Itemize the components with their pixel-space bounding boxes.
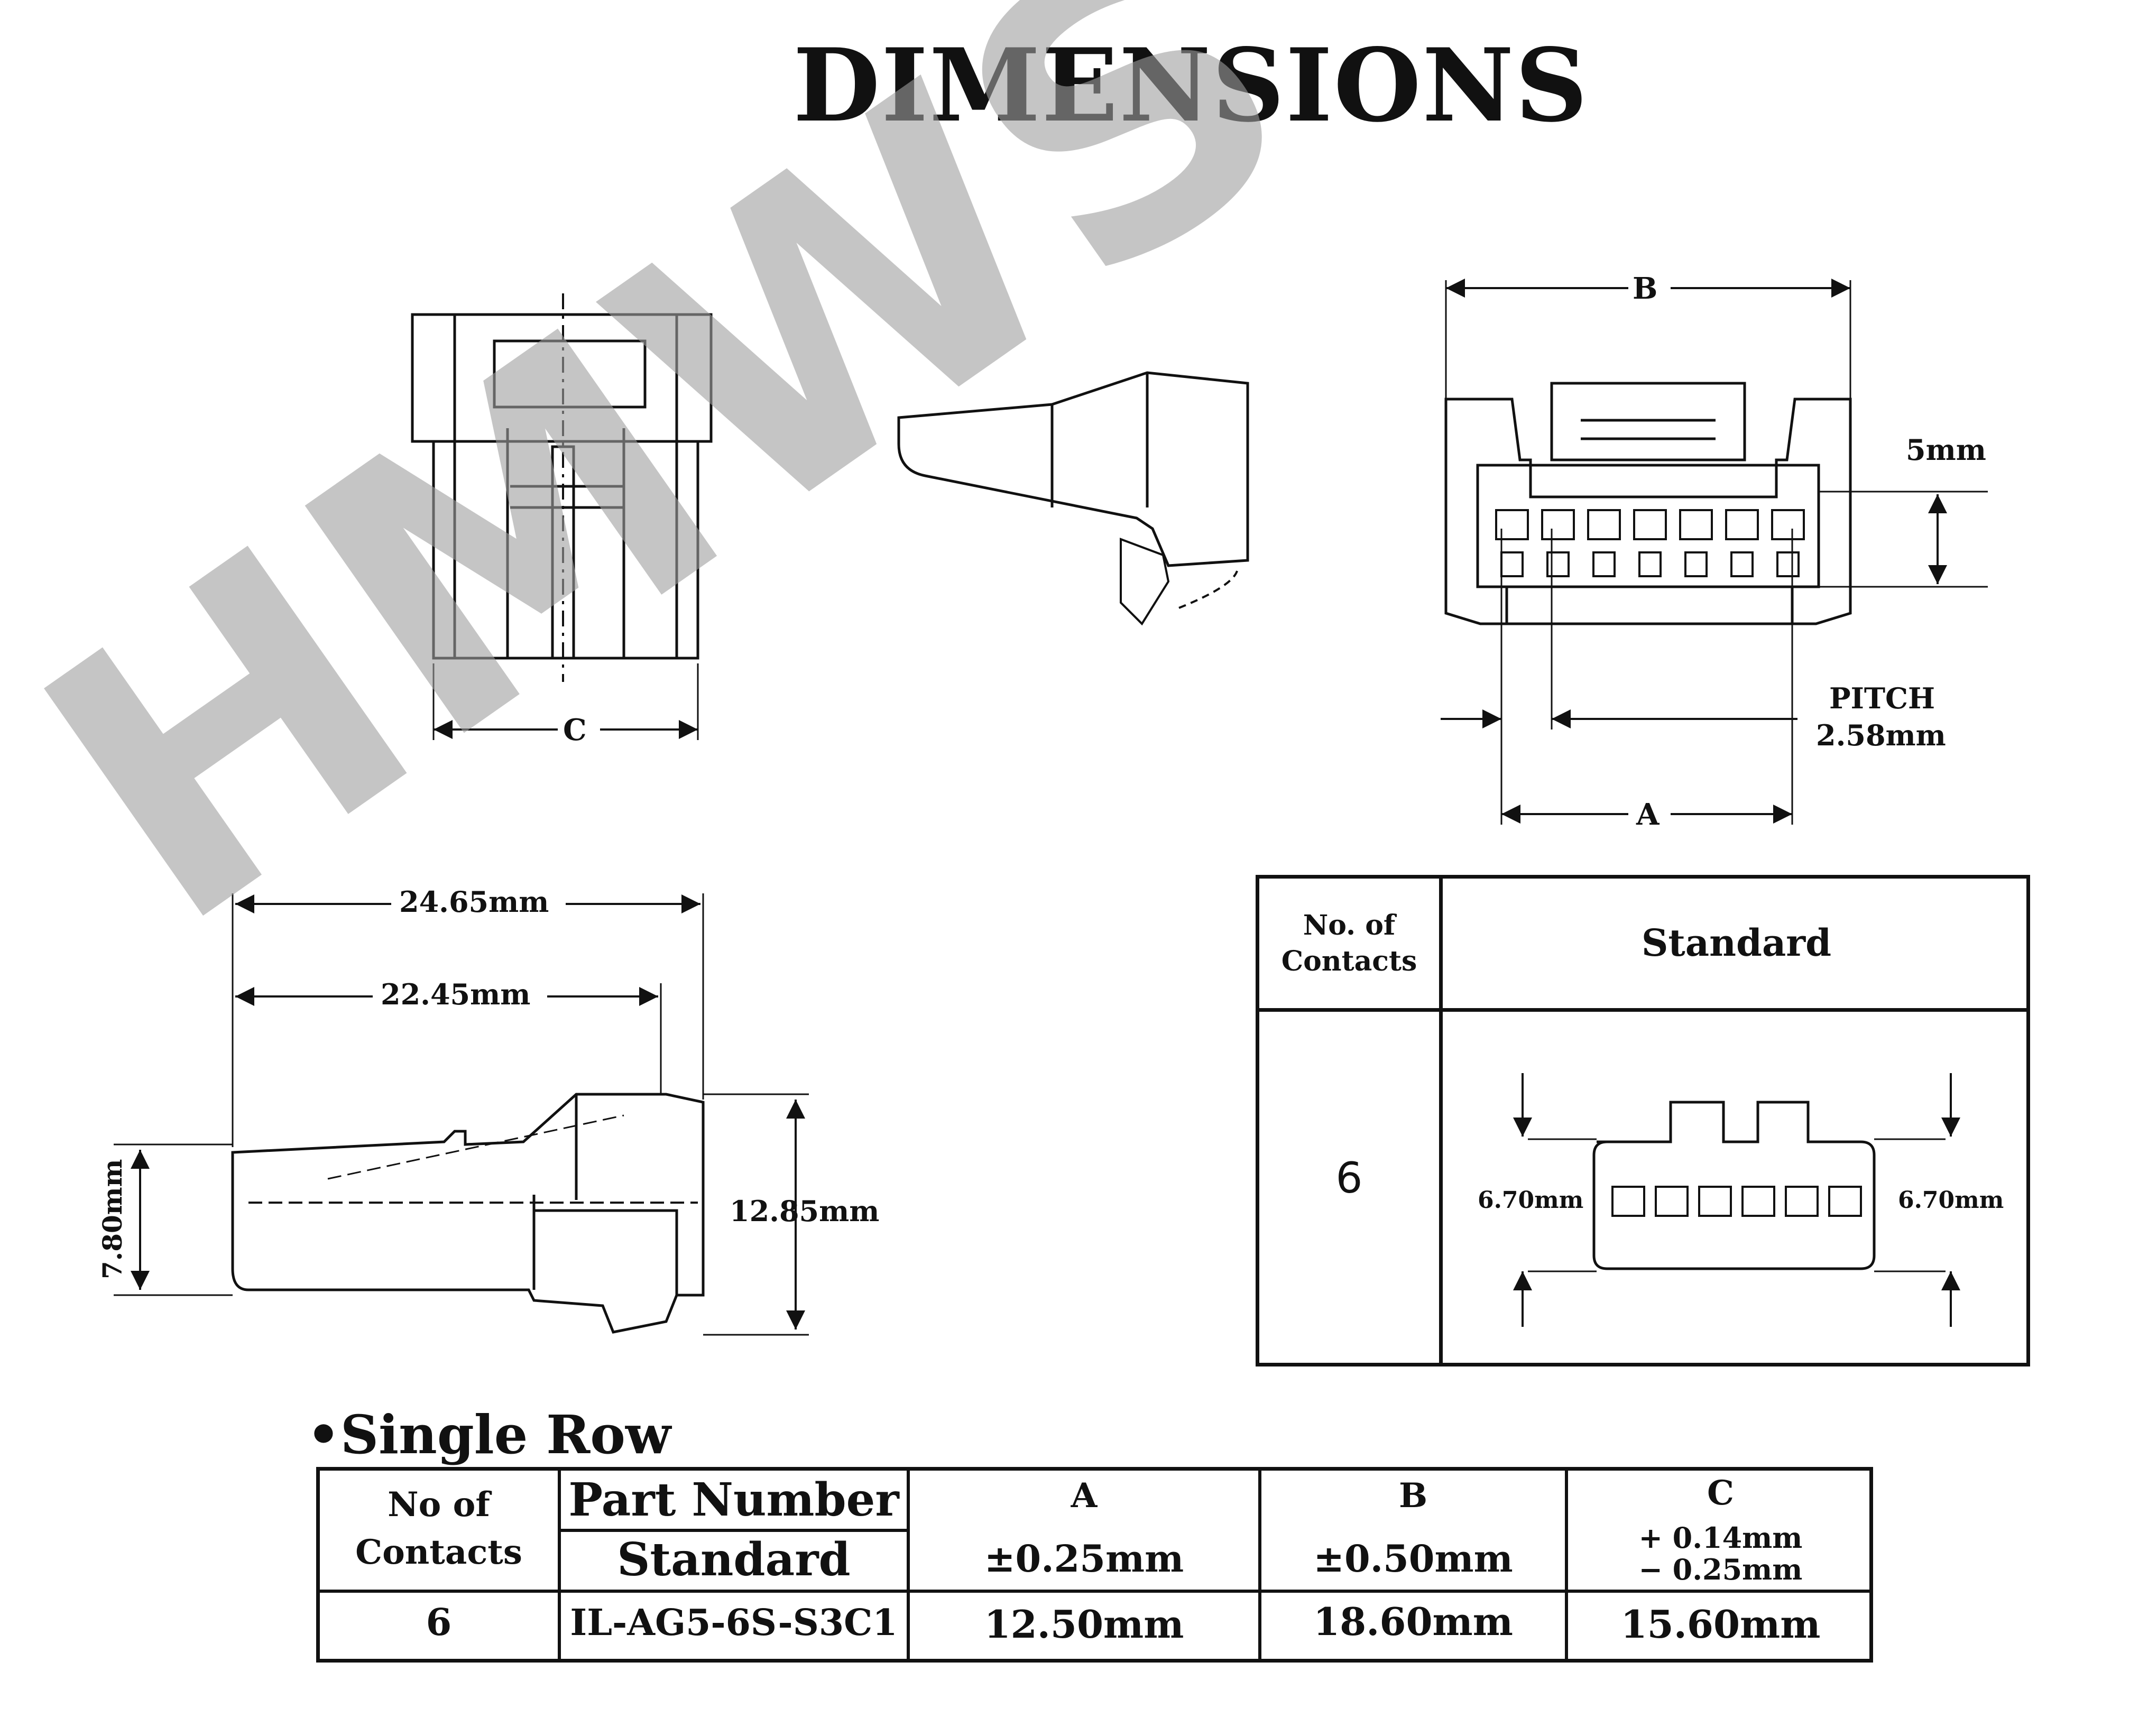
col-b-tolerance: ±0.50mm xyxy=(1313,1537,1513,1581)
dim-7-80-label: 7.80mm xyxy=(97,1159,128,1279)
std-contact-cell xyxy=(1785,1186,1819,1217)
dim-a-label: A xyxy=(1636,797,1660,832)
rear-contact-slot xyxy=(1684,551,1708,577)
dim-22-45-label: 22.45mm xyxy=(381,977,530,1011)
col-a-tolerance: ±0.25mm xyxy=(984,1537,1184,1581)
std-contact-cell xyxy=(1611,1186,1645,1217)
dim-c-label: C xyxy=(563,713,587,747)
std-header-contacts: No. of Contacts xyxy=(1281,909,1417,977)
std-contact-cell xyxy=(1698,1186,1732,1217)
col-part-number-header: Part Number xyxy=(568,1473,899,1527)
page-title: DIMENSIONS xyxy=(793,26,1589,144)
dim-12-85-label: 12.85mm xyxy=(730,1194,879,1228)
pitch-value: 2.58mm xyxy=(1816,718,1946,752)
std-contact-cell xyxy=(1741,1186,1775,1217)
rear-contact-slot xyxy=(1776,551,1800,577)
rear-contact-slot xyxy=(1500,551,1524,577)
row-a-value: 12.50mm xyxy=(984,1602,1184,1647)
perspective-view xyxy=(897,371,1249,626)
rear-contact-cell xyxy=(1679,509,1713,540)
rear-contact-cell xyxy=(1495,509,1529,540)
std-right-dim-label: 6.70mm xyxy=(1898,1187,2004,1214)
rear-contact-slot xyxy=(1592,551,1616,577)
dim-5mm-label: 5mm xyxy=(1906,433,1986,467)
dim-24-65-label: 24.65mm xyxy=(399,885,549,919)
standard-box: No. of Contacts Standard 6 xyxy=(1256,875,2030,1366)
rear-contact-cell xyxy=(1633,509,1667,540)
col-c-tolerance-plus: + 0.14mm xyxy=(1638,1521,1803,1555)
side-view xyxy=(231,1093,705,1334)
std-contacts-value: 6 xyxy=(1335,1153,1363,1203)
row-b-value: 18.60mm xyxy=(1313,1599,1513,1644)
std-header-standard: Standard xyxy=(1641,921,1832,965)
rear-contact-slot xyxy=(1730,551,1754,577)
standard-mini-connector xyxy=(1592,1101,1876,1270)
std-contact-cell xyxy=(1655,1186,1689,1217)
rear-contact-cell xyxy=(1541,509,1575,540)
specs-table: No of Contacts Part Number Standard A ±0… xyxy=(316,1467,1873,1663)
rear-view xyxy=(1444,382,1852,625)
rear-contact-slot xyxy=(1638,551,1662,577)
col-c-tolerance-minus: − 0.25mm xyxy=(1638,1553,1803,1586)
col-a-header: A xyxy=(1071,1476,1098,1516)
std-contact-cell xyxy=(1828,1186,1862,1217)
front-view xyxy=(411,293,713,740)
row-part-number: IL-AG5-6S-S3C1 xyxy=(570,1602,898,1644)
col-standard-header: Standard xyxy=(617,1533,851,1586)
rear-contact-cell xyxy=(1725,509,1759,540)
dim-b-label: B xyxy=(1633,271,1657,306)
rear-contact-cell xyxy=(1587,509,1621,540)
section-heading: •Single Row xyxy=(307,1403,671,1466)
col-b-header: B xyxy=(1398,1476,1428,1516)
col-contacts-header: No of Contacts xyxy=(355,1485,522,1572)
rear-contact-slot xyxy=(1546,551,1570,577)
row-c-value: 15.60mm xyxy=(1620,1602,1821,1647)
pitch-label: PITCH xyxy=(1829,681,1935,715)
rear-contact-cell xyxy=(1771,509,1805,540)
std-left-dim-label: 6.70mm xyxy=(1478,1187,1583,1214)
row-contacts: 6 xyxy=(426,1600,452,1644)
col-c-header: C xyxy=(1707,1473,1734,1513)
